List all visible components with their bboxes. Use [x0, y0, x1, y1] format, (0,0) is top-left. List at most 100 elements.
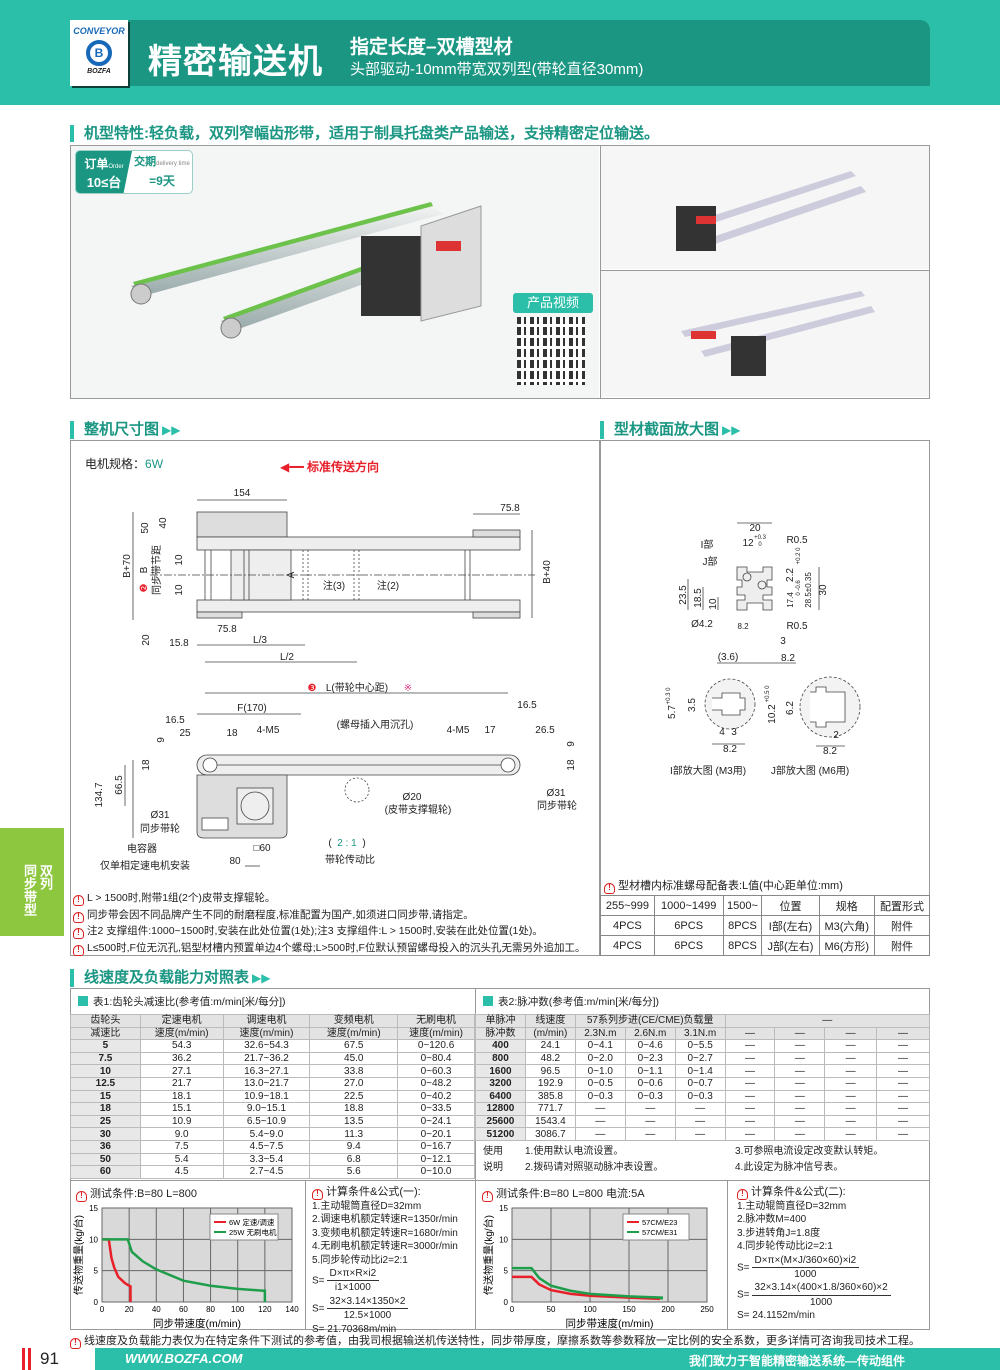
cell: 4PCS — [600, 935, 655, 956]
dim-label: 3 — [780, 636, 786, 647]
cell: 5.4 — [139, 1152, 224, 1167]
cell: 15.1 — [139, 1102, 224, 1116]
dim-label: 电容器 — [127, 842, 157, 855]
dim-label: J部 — [703, 555, 718, 568]
cell: — — [774, 1064, 826, 1078]
header-cell: 定速电机 — [139, 1014, 224, 1028]
profile-title-text: 型材截面放大图 — [614, 421, 720, 438]
left-arrow-icon: ◀━━ — [280, 460, 308, 474]
cell: 7.5 — [70, 1051, 141, 1066]
x-tick-label: 120 — [258, 1305, 272, 1314]
y-tick-label: 10 — [89, 1235, 98, 1244]
logo-mark-icon: B — [86, 40, 112, 66]
dim-label: 66.5 — [114, 775, 125, 795]
header-cell: 速度(m/min) — [309, 1026, 399, 1041]
cell: 385.8 — [524, 1089, 576, 1104]
x-tick-label: 40 — [152, 1305, 161, 1314]
cell: 0~16.7 — [397, 1139, 475, 1154]
header-cell: 速度(m/min) — [139, 1026, 224, 1041]
dim-label: 4-M5 — [447, 725, 470, 736]
dim-label: Ø31 — [151, 810, 170, 821]
formula-line: 1.主动辊筒直径D=32mm — [312, 1201, 422, 1212]
dim-label: 18 — [566, 759, 577, 771]
dim-label: 18.5 — [693, 588, 704, 608]
dim-label: +0.3 0 — [666, 687, 672, 705]
cell: — — [876, 1089, 930, 1104]
dim-label: Ø4.2 — [691, 619, 713, 630]
header-cell: 位置 — [761, 895, 820, 916]
page-marker — [22, 1348, 25, 1370]
x-tick-label: 20 — [125, 1305, 134, 1314]
note-text: L≤500时,F位无沉孔,铝型材槽内预置单边4个螺母;L>500时,F位默认预留… — [87, 941, 586, 954]
table2-title: 表2:脉冲数(参考值:m/min[米/每分]) — [483, 994, 659, 1009]
cell: 4.5 — [139, 1165, 224, 1179]
cell: — — [824, 1089, 878, 1104]
nut-title-text: 型材槽内标准螺母配备表:L值(中心距单位:mm) — [618, 880, 843, 892]
cell: 0~0.3 — [574, 1089, 626, 1104]
rail-back — [131, 206, 443, 296]
formula-line: 5.同步轮传动比i2=2:1 — [312, 1254, 408, 1266]
warning-icon: ! — [604, 883, 615, 894]
side-category-tab: 双列 同步带型 — [0, 828, 64, 936]
callout-2: ❷ — [139, 583, 150, 592]
features-title: 机型特性:轻负载，双列窄幅齿形带，适用于制具托盘类产品输送，支持精密定位输送。 — [70, 125, 659, 142]
cell: 27.1 — [139, 1064, 224, 1078]
detail-caption: J部放大图 (M6用) — [771, 764, 849, 777]
cell: 0~2.0 — [574, 1051, 626, 1066]
dim-label: 28.5±0.35 — [804, 572, 813, 608]
table-header-row: 齿轮头定速电机调速电机变频电机无刷电机 — [70, 1014, 475, 1028]
x-tick-label: 200 — [661, 1305, 675, 1314]
dim-label: 9 — [156, 737, 167, 743]
y-axis-label: 传送物重量(kg/台) — [482, 1215, 495, 1295]
cell: 5.4~9.0 — [222, 1127, 311, 1141]
cell: — — [624, 1102, 676, 1116]
dim-label: B — [139, 566, 150, 573]
website-link[interactable]: WWW.BOZFA.COM — [125, 1351, 243, 1366]
side-tab-text: 同步带型 — [22, 864, 37, 916]
header-cell: 规格 — [818, 895, 876, 916]
qr-code[interactable] — [517, 317, 585, 385]
note-item: !L≤500时,F位无沉孔,铝型材槽内预置单边4个螺母;L>500时,F位默认预… — [73, 940, 598, 957]
dim-label: 9 — [566, 741, 577, 747]
dim-label: 10 — [708, 598, 719, 610]
cell: — — [876, 1127, 930, 1141]
dim-label: □60 — [253, 843, 271, 854]
motor — [361, 236, 421, 316]
x-tick-label: 140 — [285, 1305, 299, 1314]
x-axis-label: 同步带速度(m/min) — [565, 1317, 653, 1330]
numerator: 32×3.14×(400×1.8/360×60)×2 — [751, 1281, 891, 1296]
cell: 25 — [70, 1114, 141, 1129]
mark-label: ※ — [404, 683, 412, 694]
cell: 6400 — [475, 1089, 526, 1104]
brand-logo: CONVEYOR B BOZFA — [70, 20, 128, 86]
header-cell: 调速电机 — [222, 1014, 311, 1028]
warning-icon: ! — [73, 928, 84, 939]
cell: 18.8 — [309, 1102, 399, 1116]
page-description: 头部驱动-10mm带宽双列型(带轮直径30mm) — [350, 61, 644, 78]
cell: 8PCS — [722, 935, 763, 956]
table-header-row: 减速比速度(m/min)速度(m/min)速度(m/min)速度(m/min) — [70, 1026, 475, 1041]
cell: — — [574, 1127, 626, 1141]
cell: 800 — [475, 1051, 526, 1066]
dim-label: R0.5 — [786, 535, 808, 546]
note-label: 注(3) — [323, 579, 345, 592]
motor-spec-value: 6W — [145, 457, 164, 471]
header-cell: — — [724, 1014, 931, 1028]
dim-label: 8.2 — [823, 746, 837, 757]
cell: — — [574, 1114, 626, 1129]
cell: — — [724, 1064, 776, 1078]
cell: 0~1.4 — [674, 1064, 726, 1078]
dim-label: 8.2 — [781, 653, 795, 664]
cell: 12800 — [475, 1102, 526, 1116]
legend-label: 57CM/E31 — [642, 1228, 677, 1237]
dim-label: 10 — [174, 554, 185, 566]
cell: — — [824, 1127, 878, 1141]
cell: — — [824, 1039, 878, 1053]
